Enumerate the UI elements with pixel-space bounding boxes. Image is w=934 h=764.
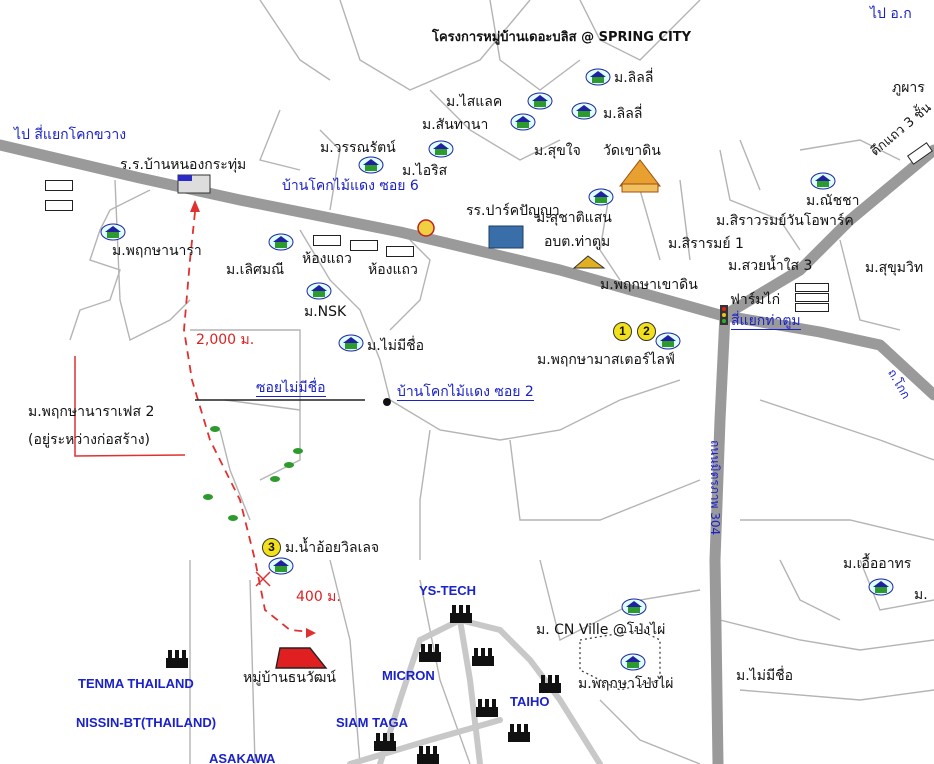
label-no-name-1: ม.ไม่มีชื่อ	[367, 338, 425, 354]
house-icon	[655, 332, 681, 350]
label-lily-2: ม.ลิลลี่	[603, 106, 643, 122]
tree-icon	[270, 476, 280, 482]
label-road-304: ถนนมิตรภาพ 304	[708, 440, 722, 536]
label-sukjai: ม.สุขใจ	[534, 143, 581, 159]
label-phruksa-phase2: ม.พฤกษานาราเฟส 2	[28, 404, 155, 420]
house-icon	[810, 172, 836, 190]
house-icon	[620, 653, 646, 671]
label-uea-athon-2: ม.	[914, 587, 928, 603]
building-block	[45, 200, 73, 211]
label-phruksa-master: ม.พฤกษามาสเตอร์ไลฟ์	[537, 352, 675, 368]
label-nsk: ม.NSK	[304, 304, 347, 320]
house-icon	[338, 334, 364, 352]
label-uea-athon: ม.เอื้ออาทร	[843, 556, 912, 572]
factory-icon	[476, 699, 498, 717]
label-tenma: TENMA THAILAND	[78, 676, 194, 691]
label-sirarom-one-park: ม.สิราวรมย์วันโอพาร์ค	[716, 213, 854, 229]
label-iris: ม.ไอริส	[402, 163, 448, 179]
label-soi-6: บ้านโคกไม้แดง ซอย 6	[282, 178, 419, 194]
label-obt-tha-tum: อบต.ท่าตูม	[544, 234, 611, 250]
house-icon	[868, 578, 894, 596]
label-distance-2000: 2,000 ม.	[196, 332, 255, 348]
label-tha-tum-junction: สี่แยกท่าตูม	[731, 313, 801, 330]
house-icon	[428, 140, 454, 158]
label-ys-tech: YS-TECH	[419, 583, 477, 598]
label-under-construction: (อยู่ระหว่างก่อสร้าง)	[28, 432, 151, 448]
factory-icon	[419, 644, 441, 662]
house-icon	[268, 557, 294, 575]
label-top-right-to: ไป อ.ก	[870, 6, 912, 22]
label-phruksa-khao-din: ม.พฤกษาเขาดิน	[600, 277, 698, 293]
tree-icon	[210, 426, 220, 432]
label-sailak: ม.ไสแลค	[446, 94, 503, 110]
shophouse-block	[386, 246, 414, 257]
label-farm-kai: ฟาร์มไก่	[730, 292, 781, 308]
label-thanawat-village: หมู่บ้านธนวัฒน์	[243, 670, 336, 686]
label-loetsommi: ม.เลิศมณี	[226, 262, 285, 278]
factory-icon	[472, 648, 494, 666]
label-project-spring-city: โครงการหมู่บ้านเดอะบลิส @ SPRING CITY	[432, 30, 692, 45]
label-no-name-2: ม.ไม่มีชื่อ	[736, 668, 794, 684]
house-icon	[306, 282, 332, 300]
house-icon	[585, 68, 611, 86]
label-sirarom-1: ม.สิรารมย์ 1	[668, 236, 744, 252]
house-icon	[510, 113, 536, 131]
marker-1[interactable]: 1	[613, 322, 632, 341]
label-micron: MICRON	[382, 668, 435, 683]
marker-2[interactable]: 2	[637, 322, 656, 341]
label-wanarat: ม.วรรณรัตน์	[320, 140, 396, 156]
factory-icon	[417, 746, 439, 764]
marker-3[interactable]: 3	[262, 538, 281, 557]
label-shophouse-1: ห้องแถว	[302, 251, 352, 267]
house-icon	[588, 188, 614, 206]
house-icon	[100, 223, 126, 241]
label-wat-khao-din: วัดเขาดิน	[603, 143, 661, 159]
house-icon	[527, 92, 553, 110]
label-soi-no-name: ซอยไม่มีชื่อ	[256, 380, 326, 397]
building-block	[45, 180, 73, 191]
label-soi-2: บ้านโคกไม้แดง ซอย 2	[397, 384, 534, 401]
shophouse-block	[313, 235, 341, 246]
house-icon	[358, 156, 384, 174]
label-asakawa: ASAKAWA	[209, 751, 276, 764]
farm-block	[795, 293, 829, 302]
tree-icon	[293, 448, 303, 454]
factory-icon	[508, 724, 530, 742]
factory-icon	[374, 733, 396, 751]
label-school-nong-krathum: ร.ร.บ้านหนองกระทุ่ม	[120, 157, 247, 173]
label-suchatisan: ม.สุชาติแสน	[536, 210, 612, 226]
label-santhana: ม.สันทานา	[422, 117, 489, 133]
label-suay-nam-sai: ม.สวยน้ำใส 3	[728, 258, 813, 274]
label-phruksa-na-ra: ม.พฤกษานารา	[112, 243, 202, 259]
house-icon	[268, 233, 294, 251]
shophouse-block	[350, 240, 378, 251]
factory-icon	[450, 605, 472, 623]
farm-block	[795, 303, 829, 312]
farm-block	[795, 283, 829, 292]
tree-icon	[284, 462, 294, 468]
label-sukhumvit: ม.สุขุมวิท	[865, 260, 924, 276]
label-phruksa-pong-phai: ม.พฤกษาโป่งไผ่	[578, 676, 674, 692]
factory-icon	[539, 675, 561, 693]
label-siam-taga: SIAM TAGA	[336, 715, 408, 730]
label-phu-pha: ภูผาร	[892, 80, 925, 96]
label-nutcha: ม.ณัชชา	[806, 193, 860, 209]
factory-icon	[166, 650, 188, 668]
tree-icon	[203, 494, 213, 500]
label-distance-400: 400 ม.	[296, 589, 341, 605]
label-to-khok-khwang: ไป สี่แยกโคกขวาง	[14, 127, 127, 143]
label-shophouse-2: ห้องแถว	[368, 262, 418, 278]
label-nam-oi-village: ม.น้ำอ้อยวิลเลจ	[285, 540, 380, 556]
label-park-school: รร.ปาร์คปัญญา	[466, 203, 560, 219]
house-icon	[571, 102, 597, 120]
label-nissin: NISSIN-BT(THAILAND)	[76, 715, 217, 730]
tree-icon	[228, 515, 238, 521]
label-taiho: TAIHO	[510, 694, 550, 709]
location-dot	[383, 398, 391, 406]
house-icon	[621, 598, 647, 616]
label-lily-1: ม.ลิลลี่	[614, 70, 654, 86]
label-cn-ville: ม. CN Ville @โป่งไผ่	[536, 622, 666, 638]
